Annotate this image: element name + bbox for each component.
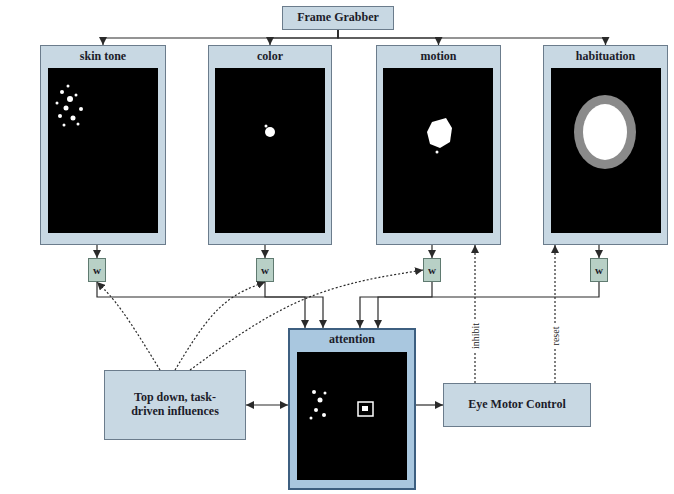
panel-title: color bbox=[257, 50, 283, 64]
connector bbox=[246, 404, 288, 405]
connector bbox=[416, 404, 443, 405]
connector bbox=[96, 245, 97, 258]
connector bbox=[103, 30, 338, 45]
dotted-connector bbox=[175, 282, 265, 370]
process-box: Top down, task-driven influences bbox=[104, 370, 246, 440]
edge-label-holder: reset bbox=[550, 325, 561, 348]
weight-box: w bbox=[256, 258, 274, 282]
connector bbox=[431, 245, 432, 258]
edge-label-holder: inhibit bbox=[470, 321, 481, 351]
box-label: Frame Grabber bbox=[297, 11, 379, 25]
box-label: Top down, task-driven influences bbox=[119, 391, 231, 419]
motion-image bbox=[383, 68, 493, 233]
skin-tone-image bbox=[48, 68, 158, 233]
dotted-connector bbox=[97, 282, 160, 370]
process-box: Frame Grabber bbox=[282, 6, 394, 30]
dotted-connector bbox=[474, 245, 475, 383]
weight-box: w bbox=[423, 258, 441, 282]
panel-title: motion bbox=[421, 50, 457, 64]
weight-box: w bbox=[88, 258, 106, 282]
dotted-connector bbox=[554, 245, 555, 383]
attention-image bbox=[297, 352, 407, 480]
panel-title: skin tone bbox=[80, 50, 126, 64]
weight-box: w bbox=[590, 258, 608, 282]
connector bbox=[598, 245, 599, 258]
edge-label: inhibit bbox=[470, 321, 481, 351]
panel-title: habituation bbox=[576, 50, 635, 64]
weight-label: w bbox=[93, 264, 101, 277]
connector bbox=[378, 282, 599, 328]
edge-label: reset bbox=[550, 325, 561, 348]
connector bbox=[360, 282, 432, 328]
connector bbox=[338, 30, 606, 45]
connector bbox=[97, 282, 305, 328]
panel-title: attention bbox=[329, 333, 375, 347]
weight-label: w bbox=[261, 264, 269, 277]
habituation-image bbox=[551, 68, 661, 233]
box-label: Eye Motor Control bbox=[468, 398, 566, 412]
connector bbox=[264, 245, 265, 258]
dotted-connector bbox=[190, 270, 423, 370]
weight-label: w bbox=[428, 264, 436, 277]
connector bbox=[265, 282, 323, 328]
connector bbox=[270, 30, 338, 45]
process-box: Eye Motor Control bbox=[443, 383, 591, 427]
weight-label: w bbox=[595, 264, 603, 277]
color-image bbox=[215, 68, 325, 233]
